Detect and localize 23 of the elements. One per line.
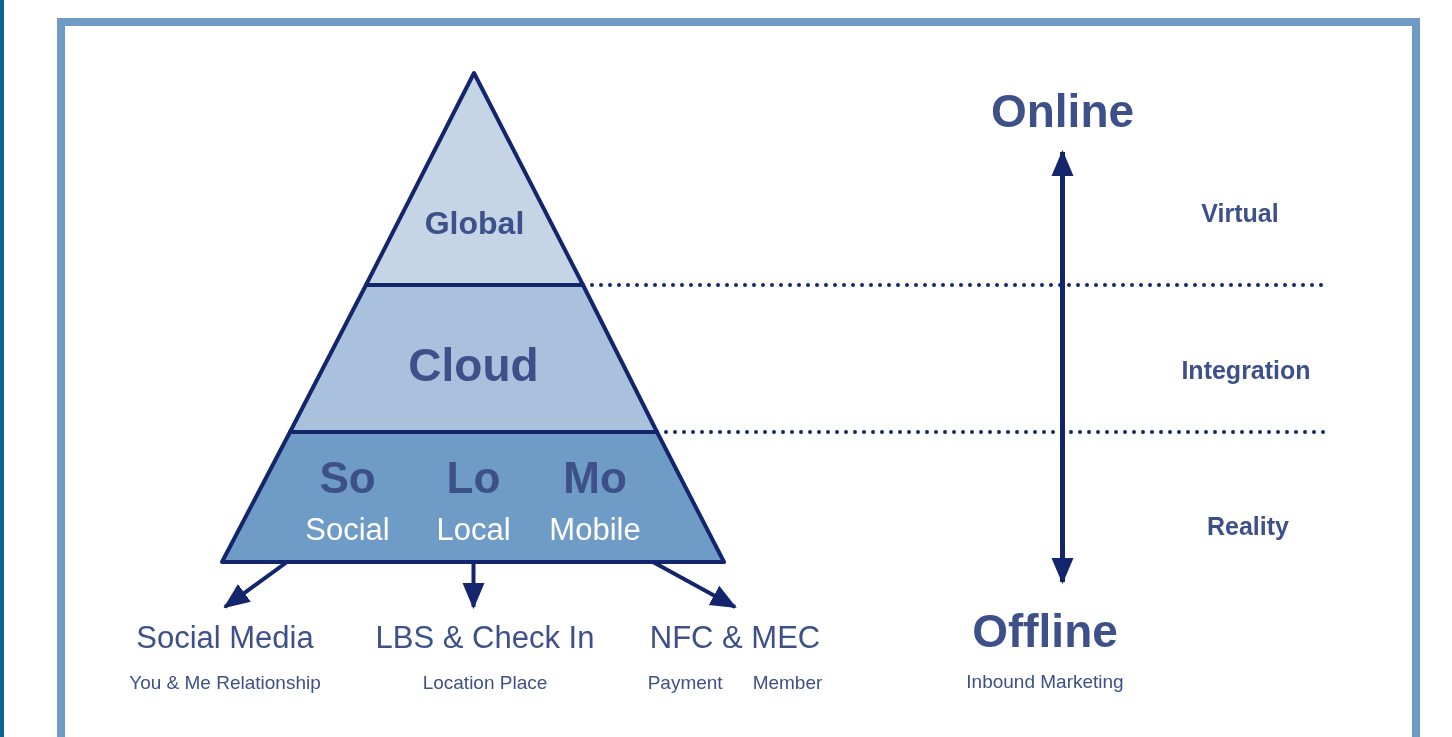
- heading: Social Media: [136, 622, 314, 653]
- subheading: You & Me Relationship: [129, 673, 321, 692]
- heading: Offline: [972, 608, 1118, 654]
- heading: LBS & Check In: [375, 622, 595, 653]
- subheading: Member: [752, 673, 823, 692]
- zone-label: Reality: [1207, 513, 1289, 539]
- double-arrow: [1051, 150, 1074, 584]
- heading: NFC & MEC: [649, 622, 821, 653]
- abbreviation: So: [319, 456, 376, 500]
- tier-label: Cloud: [408, 339, 539, 391]
- subheading: Location Place: [422, 673, 548, 692]
- heading: Online: [990, 88, 1135, 134]
- segment-label: Mobile: [549, 514, 641, 545]
- abbreviation: Mo: [563, 456, 627, 500]
- abbreviation: Lo: [446, 456, 501, 500]
- arrow: [462, 562, 485, 609]
- tier-label: Global: [424, 205, 525, 241]
- subheading: Inbound Marketing: [966, 672, 1124, 691]
- zone-label: Integration: [1181, 357, 1311, 383]
- segment-label: Social: [305, 514, 390, 545]
- subheading: Payment: [647, 673, 723, 692]
- zone-label: Virtual: [1201, 200, 1279, 226]
- segment-label: Local: [436, 514, 511, 545]
